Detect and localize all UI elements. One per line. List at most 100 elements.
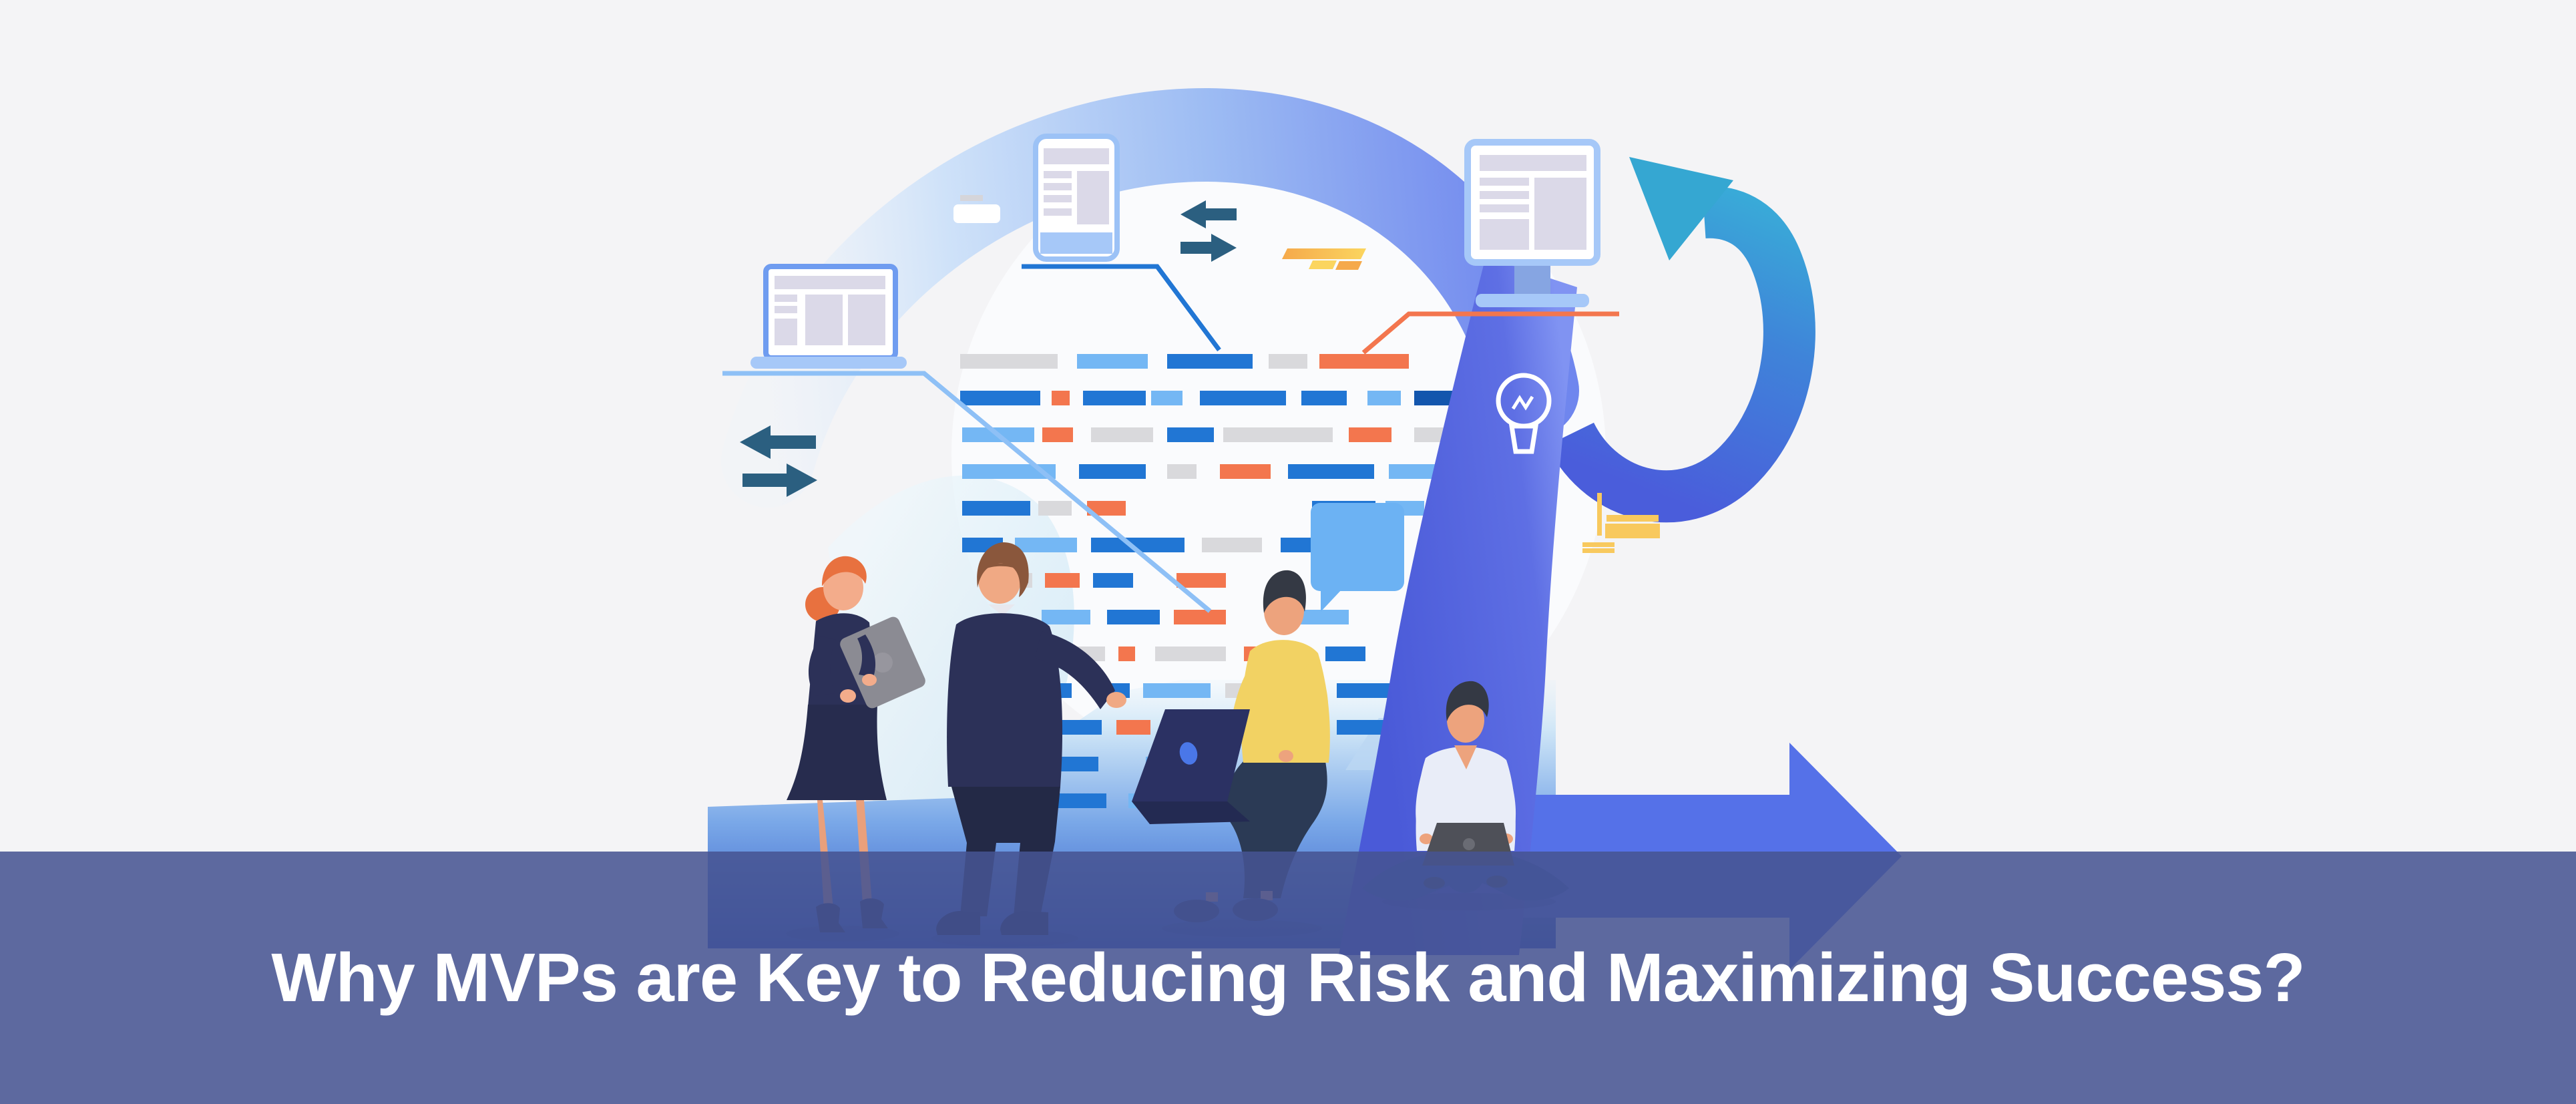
title-band: Why MVPs are Key to Reducing Risk and Ma… (0, 852, 2576, 1104)
laptop-wire-bar (775, 295, 797, 302)
task-bar (962, 464, 1056, 479)
task-bar (1087, 501, 1126, 516)
task-bar (1389, 464, 1436, 479)
task-bar (1143, 683, 1211, 698)
woman-head (823, 565, 863, 610)
transfer-arrows-icon (740, 425, 817, 497)
sitting-hand (1420, 834, 1433, 844)
woman-hair (821, 556, 867, 586)
monitor-wire-header (1480, 155, 1586, 171)
tablet-logo (873, 653, 893, 673)
developer-arm (1282, 660, 1328, 761)
speech-bubble-tail (1321, 588, 1342, 612)
task-bar (1107, 610, 1160, 624)
task-bar (1052, 391, 1070, 405)
connector-line-blue (1022, 264, 1221, 352)
task-bar (1174, 610, 1226, 624)
developer-hair (1263, 570, 1306, 613)
task-bar (1091, 538, 1185, 552)
cycle-band (1339, 257, 1577, 955)
man-collar (988, 604, 1015, 616)
arrow-right-icon (742, 464, 817, 497)
task-bar (1301, 391, 1347, 405)
man-hair (977, 542, 1029, 597)
task-bar (1083, 391, 1146, 405)
sticky-note-bar (1605, 524, 1660, 538)
woman-hand (862, 674, 877, 686)
minus-card-body (953, 204, 1000, 223)
transfer-arrows-icon (1180, 200, 1237, 262)
lightbulb-base (1508, 423, 1539, 454)
phone-wire-bar (1044, 171, 1072, 178)
laptop-wire-block (775, 319, 797, 345)
woman-hand (840, 689, 856, 703)
task-bar (1038, 501, 1072, 516)
laptop-icon (750, 264, 907, 369)
task-bar (1176, 573, 1226, 588)
sitting-hair (1446, 681, 1489, 721)
sticky-note-bar (1606, 515, 1659, 522)
monitor-stand (1514, 262, 1550, 297)
laptop-wire-header (775, 276, 885, 289)
man-suit-torso (947, 613, 1063, 787)
lightbulb-icon (1496, 373, 1552, 454)
task-bar (1167, 354, 1253, 369)
minus-card-dash (960, 195, 983, 201)
woman-arm (808, 636, 836, 696)
task-bar (1295, 610, 1349, 624)
phone-icon (1033, 134, 1120, 262)
task-bar (1118, 647, 1135, 661)
task-bar (1042, 610, 1090, 624)
lightbulb-filament (1511, 395, 1534, 411)
task-bar (962, 501, 1030, 516)
sticky-notes-icon (1582, 493, 1660, 553)
task-bar (1155, 647, 1226, 661)
arrow-left-icon (1180, 200, 1237, 228)
laptop-wire-bar (775, 306, 797, 313)
task-bar (1337, 683, 1401, 698)
man-head (978, 556, 1021, 604)
task-bar (1116, 720, 1150, 735)
developer-hand (1279, 750, 1293, 762)
monitor-base (1476, 294, 1589, 307)
laptop-keyboard (1132, 801, 1250, 824)
task-bar (1079, 464, 1146, 479)
sitting-arm (1416, 776, 1433, 836)
man-hair-top (979, 563, 1024, 574)
sitting-arm (1500, 778, 1516, 835)
task-bar (960, 391, 1027, 405)
speech-bubble-icon (1311, 503, 1404, 612)
man-hand (1106, 692, 1126, 708)
phone-wire-block (1077, 171, 1109, 224)
task-bar (1288, 464, 1374, 479)
sticky-note-bar (1282, 248, 1366, 259)
sticky-note-line (1597, 493, 1602, 536)
sprint-loop-arrowhead (1629, 157, 1733, 260)
task-bar (1151, 391, 1183, 405)
phone-wire-bar (1044, 208, 1072, 216)
task-bar (960, 354, 1058, 369)
task-bar (1093, 573, 1133, 588)
phone-wire-bar (1044, 195, 1072, 202)
sticky-note-bar (1309, 260, 1337, 269)
sticky-note-bar (1582, 542, 1615, 547)
phone-chin (1040, 232, 1112, 254)
task-bar (1367, 391, 1401, 405)
task-bar (1200, 391, 1286, 405)
sticky-note-bar (1582, 548, 1615, 553)
task-bar (1414, 391, 1454, 405)
laptop-logo (1463, 838, 1475, 850)
phone-wire-header (1044, 148, 1109, 164)
monitor-wire-block (1534, 178, 1586, 250)
task-bar (1077, 354, 1148, 369)
task-bar (1220, 464, 1271, 479)
arrow-left-icon (740, 425, 816, 459)
phone-frame (1033, 134, 1120, 262)
task-bar (1045, 573, 1080, 588)
man-extended-arm (1035, 631, 1115, 709)
task-bar (1167, 464, 1197, 479)
laptop-wire-block (848, 295, 885, 345)
monitor-wire-block (1480, 219, 1529, 250)
task-bar (1015, 538, 1077, 552)
monitor-wire-bar (1480, 204, 1529, 212)
